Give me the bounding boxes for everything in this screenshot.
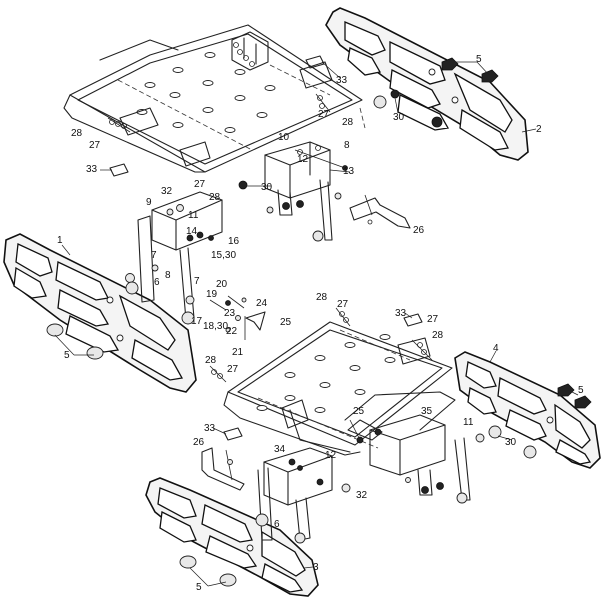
callout-4: 4 (493, 343, 499, 354)
callout-5-c: 5 (578, 385, 584, 396)
callout-7-a: 7 (151, 250, 157, 261)
hinge-assembly-35 (356, 414, 537, 504)
callout-33-b: 33 (86, 164, 98, 175)
callout-12-b: 12 (325, 450, 337, 461)
callout-30-a: 30 (393, 112, 405, 123)
callout-6-a: 6 (154, 277, 160, 288)
callout-24: 24 (256, 298, 268, 309)
callout-14: 14 (186, 226, 198, 237)
hinge-assembly-34 (255, 447, 351, 544)
callout-35: 35 (421, 406, 433, 417)
callout-30-c: 30 (505, 437, 517, 448)
callout-27-b: 27 (89, 140, 101, 151)
lower-deck-platform (209, 307, 456, 456)
callout-numbers: 1 2 3 4 5 5 5 5 6 6 7 7 8 8 9 10 11 11 1… (57, 54, 584, 593)
callout-22: 22 (226, 326, 238, 337)
callout-25-a: 25 (280, 317, 292, 328)
washers-left (46, 323, 104, 360)
callout-34: 34 (274, 444, 286, 455)
callout-12-a: 12 (297, 154, 309, 165)
callout-21: 21 (232, 347, 244, 358)
callout-7-b: 7 (194, 276, 200, 287)
bracket-26-upper (349, 194, 411, 229)
callout-28-b: 28 (71, 128, 83, 139)
callout-32-b: 32 (356, 490, 368, 501)
rail-1 (3, 233, 197, 393)
callout-13: 13 (343, 166, 355, 177)
callout-11-b: 11 (463, 417, 474, 428)
callout-11-a: 11 (188, 210, 199, 221)
rail-2 (325, 7, 529, 161)
callout-25-b: 25 (353, 406, 365, 417)
callout-18-30: 18,30 (203, 321, 228, 332)
callout-23: 23 (224, 308, 236, 319)
callout-10: 10 (278, 132, 290, 143)
callout-5-d: 5 (196, 582, 202, 593)
callout-33-d: 33 (204, 423, 216, 434)
bracket-26-lower (201, 447, 245, 491)
callout-28-d: 28 (316, 292, 328, 303)
callout-5-b: 5 (64, 350, 70, 361)
hinge-assembly-9 (125, 191, 223, 325)
callout-28-c: 28 (209, 192, 221, 203)
callout-27-a: 27 (318, 109, 330, 120)
callout-27-d: 27 (337, 299, 349, 310)
callout-26-a: 26 (413, 225, 425, 236)
callout-27-f: 27 (227, 364, 239, 375)
callout-27-e: 27 (427, 314, 439, 325)
callout-15-30: 15,30 (211, 250, 236, 261)
callout-9: 9 (146, 197, 152, 208)
callout-33-c: 33 (395, 308, 407, 319)
callout-20: 20 (216, 279, 228, 290)
callout-5-a: 5 (476, 54, 482, 65)
callout-3: 3 (313, 562, 319, 573)
washers-lower (179, 383, 592, 587)
callout-30-b: 30 (261, 182, 273, 193)
callout-27-c: 27 (194, 179, 206, 190)
callout-28-e: 28 (432, 330, 444, 341)
callout-17: 17 (191, 316, 203, 327)
callout-32-a: 32 (161, 186, 173, 197)
callout-16: 16 (228, 236, 240, 247)
callout-26-b: 26 (193, 437, 205, 448)
rail-4 (454, 351, 601, 469)
rail-3 (145, 477, 319, 597)
callout-28-a: 28 (342, 117, 354, 128)
callout-8-b: 8 (165, 270, 171, 281)
callout-19: 19 (206, 289, 218, 300)
callout-6-b: 6 (274, 519, 280, 530)
bracket-25-lower (347, 419, 383, 441)
leader-lines (54, 61, 579, 587)
upper-deck-platform (63, 24, 366, 173)
callout-1: 1 (57, 235, 63, 246)
latch-parts-17-25 (209, 295, 266, 340)
callout-28-f: 28 (205, 355, 217, 366)
hinge-assembly-10 (238, 141, 351, 242)
callout-33-a: 33 (336, 75, 348, 86)
callout-8-a: 8 (344, 140, 350, 151)
callout-2: 2 (536, 124, 542, 135)
